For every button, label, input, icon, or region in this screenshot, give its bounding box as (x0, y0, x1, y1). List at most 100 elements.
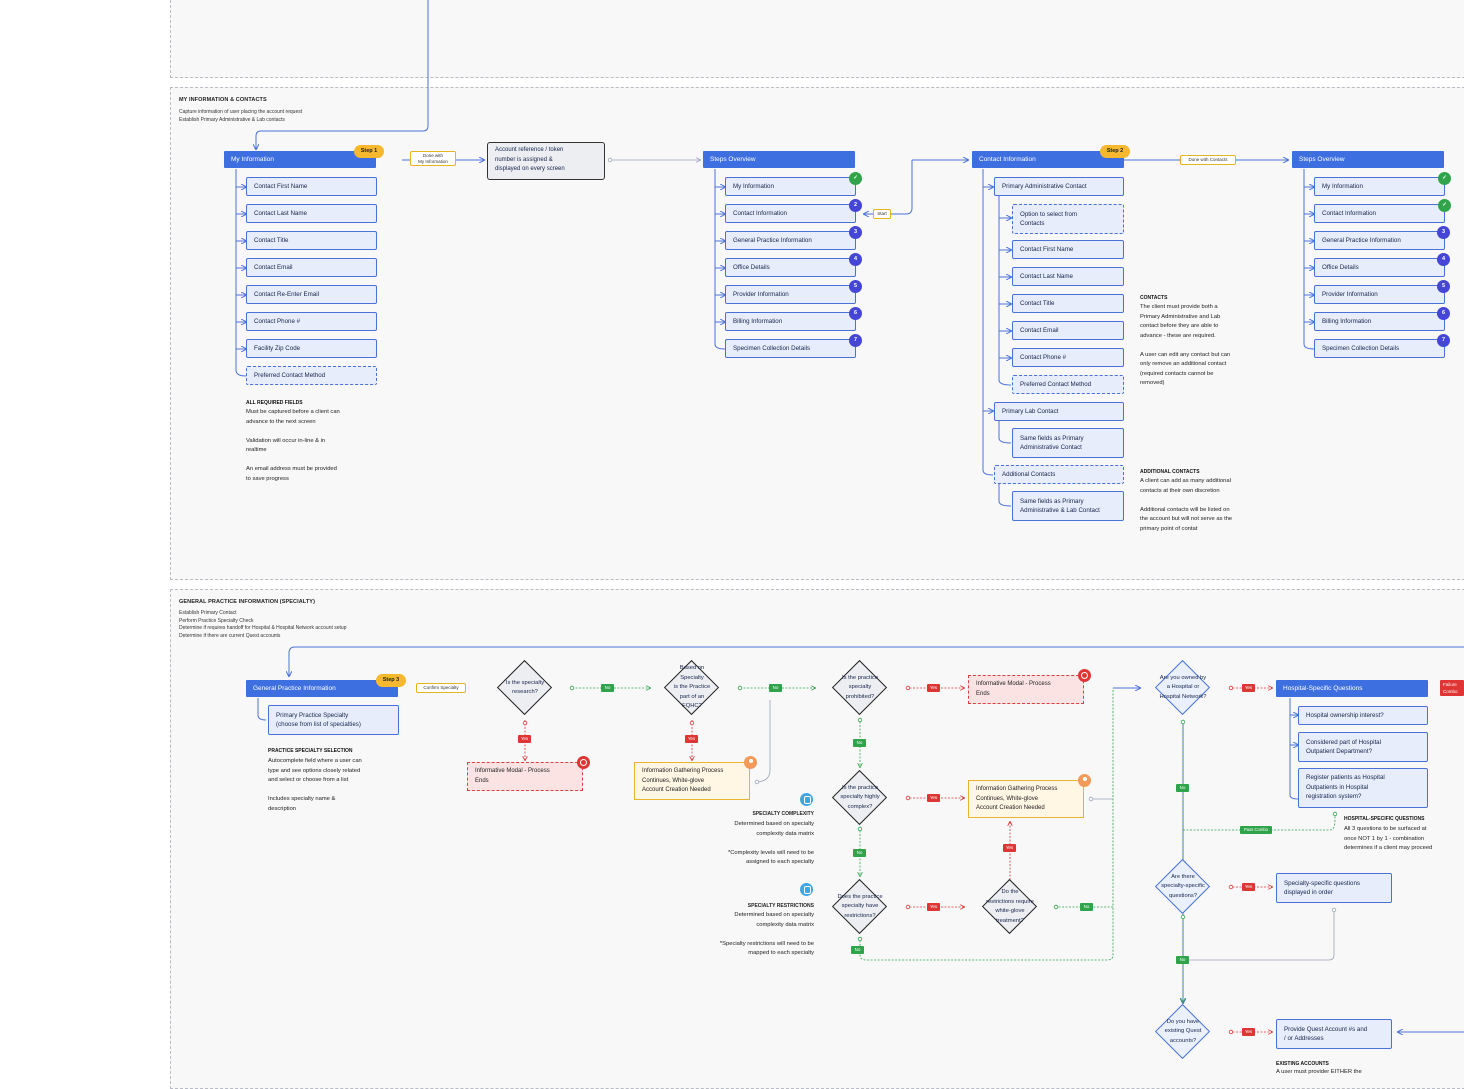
field-facility-zip[interactable]: Facility Zip Code (246, 339, 377, 358)
additional-contacts-note-title: ADDITIONAL CONTACTS (1140, 469, 1200, 475)
yes-label: Yes (1242, 883, 1255, 891)
field-contact-phone[interactable]: Contact Phone # (246, 312, 377, 331)
admin-preferred-contact[interactable]: Preferred Contact Method (1012, 375, 1124, 394)
primary-admin-contact[interactable]: Primary Administrative Contact (994, 177, 1124, 196)
field-contact-title[interactable]: Contact Title (246, 231, 377, 250)
step-number-badge: 5 (1437, 280, 1450, 293)
step-3-badge: Step 3 (376, 674, 406, 687)
white-glove-outcome-1: Information Gathering Process Continues,… (634, 762, 750, 800)
step2-item-specimen-collection[interactable]: Specimen Collection Details (1314, 339, 1445, 358)
person-icon (744, 756, 757, 769)
step2-item-billing-information[interactable]: Billing Information (1314, 312, 1445, 331)
hospital-questions-note-title: HOSPITAL-SPECIFIC QUESTIONS (1344, 816, 1425, 822)
hospital-q2[interactable]: Considered part of Hospital Outpatient D… (1298, 732, 1428, 762)
all-required-fields-note: Must be captured before a client can adv… (246, 409, 340, 482)
check-icon: ✓ (1438, 199, 1451, 212)
primary-practice-specialty-field[interactable]: Primary Practice Specialty (choose from … (268, 705, 399, 735)
step-number-badge: 7 (1437, 334, 1450, 347)
hospital-questions-note: All 3 questions to be surfaced at once N… (1344, 826, 1433, 851)
confirm-specialty-tag: Confirm Specialty (416, 683, 466, 693)
section-desc-gp: Establish Primary Contact Perform Practi… (179, 610, 347, 639)
step-item-contact-information[interactable]: Contact Information (725, 204, 856, 223)
steps-overview-2-header[interactable]: Steps Overview (1292, 151, 1444, 168)
step-number-badge: 2 (849, 199, 862, 212)
admin-phone[interactable]: Contact Phone # (1012, 348, 1124, 367)
field-contact-first-name[interactable]: Contact First Name (246, 177, 377, 196)
step2-item-general-practice[interactable]: General Practice Information (1314, 231, 1445, 250)
decision-white-glove: Do the restrictions require white-glove … (981, 878, 1038, 935)
practice-specialty-selection-title: PRACTICE SPECIALTY SELECTION (268, 748, 353, 754)
step-item-provider-information[interactable]: Provider Information (725, 285, 856, 304)
step-number-badge: 3 (849, 226, 862, 239)
decision-restrictions: Does the practice specialty have restric… (831, 878, 888, 935)
section-desc-my-info: Capture information of user placing the … (179, 109, 303, 123)
specialty-questions-box[interactable]: Specialty-specific questions displayed i… (1276, 873, 1392, 903)
option-select-from-contacts[interactable]: Option to select from Contacts (1012, 204, 1124, 234)
quest-accounts-box[interactable]: Provide Quest Account #s and / or Addres… (1276, 1019, 1392, 1049)
field-contact-last-name[interactable]: Contact Last Name (246, 204, 377, 223)
yes-label: Yes (927, 794, 940, 802)
no-label: No (853, 739, 866, 747)
yes-label: Yes (1242, 684, 1255, 692)
field-contact-reenter-email[interactable]: Contact Re-Enter Email (246, 285, 377, 304)
top-section (170, 0, 1464, 78)
field-contact-email[interactable]: Contact Email (246, 258, 377, 277)
no-label: No (851, 946, 864, 954)
step2-item-provider-information[interactable]: Provider Information (1314, 285, 1445, 304)
additional-contacts-note: A client can add as many additional cont… (1140, 478, 1233, 532)
additional-contacts[interactable]: Additional Contacts (994, 465, 1124, 484)
failure-combo-label: Failure Combo (1440, 680, 1464, 696)
check-icon: ✓ (849, 172, 862, 185)
decision-specialty-questions: Are there specialty-specific questions? (1154, 858, 1211, 915)
step2-item-office-details[interactable]: Office Details (1314, 258, 1445, 277)
informative-modal-end-2: Informative Modal - Process Ends (968, 675, 1084, 704)
no-label: No (1080, 903, 1093, 911)
no-label: No (769, 684, 782, 692)
yes-label: Yes (518, 735, 531, 743)
step-number-badge: 6 (849, 307, 862, 320)
admin-first-name[interactable]: Contact First Name (1012, 240, 1124, 259)
hospital-q3[interactable]: Register patients as Hospital Outpatient… (1298, 768, 1428, 808)
step-item-office-details[interactable]: Office Details (725, 258, 856, 277)
step-number-badge: 6 (1437, 307, 1450, 320)
stop-icon (577, 756, 590, 769)
my-information-header[interactable]: My Information (224, 151, 376, 168)
step-number-badge: 3 (1437, 226, 1450, 239)
admin-email[interactable]: Contact Email (1012, 321, 1124, 340)
contacts-note-title: CONTACTS (1140, 295, 1168, 301)
steps-overview-header[interactable]: Steps Overview (703, 151, 855, 168)
no-label: No (601, 684, 614, 692)
step-item-general-practice[interactable]: General Practice Information (725, 231, 856, 250)
no-label: No (853, 849, 866, 857)
done-with-my-information-tag: Done with My Information (410, 151, 456, 166)
decision-prohibited: Is the practice specialty prohibited? (831, 659, 888, 716)
step-1-badge: Step 1 (354, 145, 384, 158)
decision-research: Is the specialty research? (496, 659, 553, 716)
admin-title[interactable]: Contact Title (1012, 294, 1124, 313)
step-number-badge: 4 (849, 253, 862, 266)
step-item-specimen-collection[interactable]: Specimen Collection Details (725, 339, 856, 358)
hospital-icon (800, 793, 813, 806)
step2-item-my-information[interactable]: My Information (1314, 177, 1445, 196)
step-item-my-information[interactable]: My Information (725, 177, 856, 196)
contact-information-header[interactable]: Contact Information (972, 151, 1124, 168)
token-box: Account reference / token number is assi… (487, 142, 605, 180)
field-preferred-contact-method[interactable]: Preferred Contact Method (246, 366, 377, 385)
practice-specialty-selection-note: Autocomplete field where a user can type… (268, 758, 362, 812)
specialty-restrictions-title: SPECIALTY RESTRICTIONS (747, 903, 814, 909)
lab-same-fields[interactable]: Same fields as Primary Administrative Co… (1012, 428, 1124, 458)
hospital-questions-header[interactable]: Hospital-Specific Questions (1276, 680, 1428, 697)
hospital-q1[interactable]: Hospital ownership interest? (1298, 706, 1428, 725)
primary-lab-contact[interactable]: Primary Lab Contact (994, 402, 1124, 421)
admin-last-name[interactable]: Contact Last Name (1012, 267, 1124, 286)
step2-item-contact-information[interactable]: Contact Information (1314, 204, 1445, 223)
informative-modal-end-1: Informative Modal - Process Ends (467, 762, 583, 791)
additional-same-fields[interactable]: Same fields as Primary Administrative & … (1012, 491, 1124, 521)
yes-label: Yes (1242, 1028, 1255, 1036)
step-item-billing-information[interactable]: Billing Information (725, 312, 856, 331)
check-icon: ✓ (1438, 172, 1451, 185)
no-label: No (1176, 956, 1189, 964)
my-information-section (170, 87, 1464, 580)
general-practice-header[interactable]: General Practice Information (246, 680, 398, 697)
decision-existing-quest: Do you have existing Quest accounts? (1154, 1003, 1211, 1060)
